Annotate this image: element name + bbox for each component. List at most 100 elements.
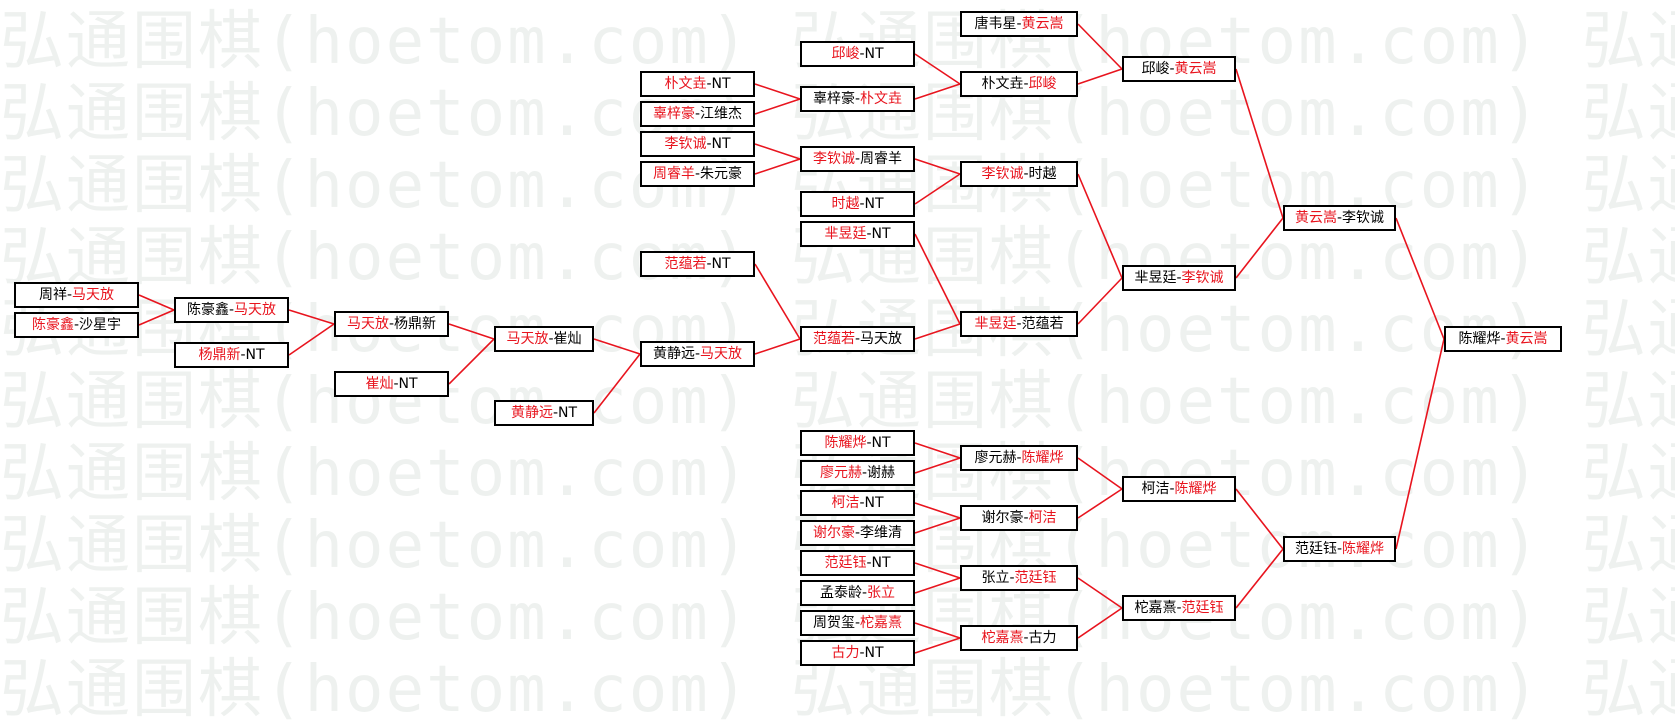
player-two: NT: [864, 495, 884, 511]
player-two: NT: [245, 347, 265, 363]
connector-line: [1077, 457, 1123, 490]
player-two: NT: [871, 555, 891, 571]
match-box: 周睿羊-朱元豪: [640, 161, 755, 187]
separator: -: [694, 346, 701, 362]
player-one: 陈耀烨: [1458, 331, 1501, 347]
player-one: 周睿羊: [652, 166, 695, 182]
match-box: 廖元赫-谢赫: [800, 460, 915, 486]
separator: -: [1023, 510, 1029, 526]
match-box: 李钦诚-周睿羊: [800, 146, 915, 172]
separator: -: [854, 91, 861, 107]
connector-line: [593, 353, 641, 414]
separator: -: [861, 585, 868, 601]
separator: -: [854, 615, 861, 631]
player-two: 杨鼎新: [394, 316, 437, 332]
separator: -: [73, 317, 80, 333]
match-box: 范廷钰-NT: [800, 550, 915, 576]
separator: -: [854, 151, 861, 167]
player-two: 邱峻: [1028, 76, 1057, 92]
player-two: 谢赫: [867, 465, 896, 481]
connector-line: [1395, 217, 1445, 340]
connector-line: [593, 338, 641, 355]
match-box: 马天放-杨鼎新: [334, 311, 449, 337]
connector-line: [1235, 217, 1284, 279]
player-one: 辜梓豪: [652, 106, 695, 122]
player-two: NT: [864, 196, 884, 212]
match-box: 邱峻-NT: [800, 41, 915, 67]
player-one: 李钦诚: [981, 166, 1024, 182]
separator: -: [694, 106, 701, 122]
match-box: 范蕴若-NT: [640, 251, 755, 277]
connector-line: [754, 143, 801, 160]
player-one: 芈昱廷: [974, 316, 1017, 332]
player-two: NT: [871, 435, 891, 451]
separator: -: [1500, 331, 1506, 347]
match-box: 柯洁-NT: [800, 490, 915, 516]
player-one: 邱峻: [1141, 61, 1170, 77]
match-box: 范廷钰-陈耀烨: [1283, 536, 1396, 562]
match-box: 邱峻-黄云嵩: [1122, 56, 1236, 82]
match-box: 周祥-马天放: [14, 282, 139, 308]
match-box: 黄云嵩-李钦诚: [1283, 205, 1396, 231]
match-box: 辜梓豪-江维杰: [640, 101, 755, 127]
match-box: 廖元赫-陈耀烨: [960, 445, 1078, 471]
match-box: 芈昱廷-李钦诚: [1122, 265, 1236, 291]
match-box: 崔灿-NT: [334, 371, 449, 397]
connector-line: [914, 233, 961, 325]
connector-line: [448, 338, 495, 385]
connector-line: [914, 323, 961, 340]
player-two: NT: [711, 256, 731, 272]
player-one: 柁嘉熹: [1134, 600, 1177, 616]
match-box: 李钦诚-时越: [960, 161, 1078, 187]
connector-line: [914, 562, 961, 579]
connector-line: [914, 158, 961, 175]
connector-line: [1235, 68, 1284, 219]
match-box: 杨鼎新-NT: [174, 342, 289, 368]
separator: -: [1023, 630, 1029, 646]
player-one: 周祥: [38, 287, 67, 303]
player-two: NT: [864, 46, 884, 62]
player-one: 芈昱廷: [1134, 270, 1177, 286]
player-one: 孟泰龄: [819, 585, 862, 601]
connector-line: [914, 457, 961, 474]
separator: -: [393, 376, 399, 392]
match-box: 芈昱廷-范蕴若: [960, 311, 1078, 337]
player-one: 邱峻: [831, 46, 860, 62]
player-one: 黄云嵩: [1294, 210, 1337, 226]
player-two: 马天放: [860, 331, 903, 347]
player-two: 李钦诚: [1181, 270, 1224, 286]
player-one: 柯洁: [831, 495, 860, 511]
match-box: 柁嘉熹-古力: [960, 625, 1078, 651]
match-box: 黄静远-NT: [494, 400, 594, 426]
player-two: NT: [871, 226, 891, 242]
player-two: 李钦诚: [1342, 210, 1385, 226]
connector-line: [1235, 548, 1284, 609]
connector-line: [1077, 68, 1123, 85]
player-two: 张立: [867, 585, 896, 601]
player-one: 陈豪鑫: [31, 317, 74, 333]
player-two: 陈耀烨: [1021, 450, 1064, 466]
connector-line: [754, 338, 801, 355]
player-one: 范蕴若: [812, 331, 855, 347]
separator: -: [228, 302, 235, 318]
match-box: 时越-NT: [800, 191, 915, 217]
player-one: 陈耀烨: [824, 435, 867, 451]
player-two: 江维杰: [700, 106, 743, 122]
separator: -: [861, 465, 868, 481]
connector-line: [1077, 577, 1123, 609]
match-box: 芈昱廷-NT: [800, 221, 915, 247]
connector-line: [914, 173, 961, 205]
connector-line: [288, 309, 335, 325]
separator: -: [1016, 450, 1022, 466]
player-two: 柯洁: [1028, 510, 1057, 526]
separator: -: [859, 495, 865, 511]
player-one: 廖元赫: [974, 450, 1017, 466]
player-one: 芈昱廷: [824, 226, 867, 242]
player-one: 马天放: [506, 331, 549, 347]
connector-line: [914, 622, 961, 639]
player-two: 黄云嵩: [1021, 16, 1064, 32]
player-one: 古力: [831, 645, 860, 661]
player-one: 朴文垚: [981, 76, 1024, 92]
